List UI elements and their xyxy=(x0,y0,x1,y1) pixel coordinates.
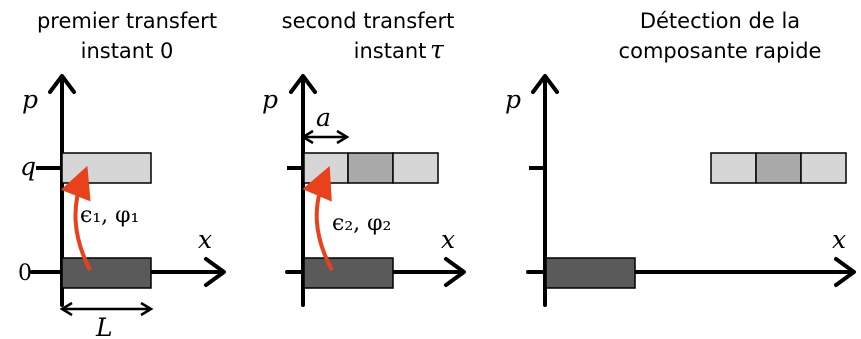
shift-marker-right-head-icon xyxy=(336,129,350,145)
panel2-title-line1: second transfert xyxy=(282,9,455,33)
transfer2-label: ϵ₂, φ₂ xyxy=(332,211,391,236)
light-box-right xyxy=(800,152,847,184)
p-axis-label: p xyxy=(262,85,278,114)
x-axis-arrowhead xyxy=(204,257,226,287)
p-axis-arrowhead xyxy=(289,74,317,94)
panel3-title-line1: Détection de la xyxy=(640,9,800,33)
zero-label: 0 xyxy=(18,261,32,286)
light-box-right xyxy=(392,152,439,184)
panel-initial-transfer: premier transfert instant 0 p q 0 x ϵ₁, … xyxy=(18,9,226,339)
shift-a-label: a xyxy=(316,103,331,132)
p-axis-arrowhead xyxy=(48,74,76,94)
p-axis-arrowhead xyxy=(531,74,559,94)
dark-box xyxy=(303,257,394,289)
dark-box-initial xyxy=(61,257,152,289)
medium-box-middle xyxy=(347,152,394,184)
length-marker-right-head-icon xyxy=(140,301,154,317)
x-axis-label: x xyxy=(441,225,455,254)
x-axis-label: x xyxy=(832,225,846,254)
p-axis-label: p xyxy=(22,85,38,114)
transfer1-label: ϵ₁, φ₁ xyxy=(80,203,139,228)
panel1-title-line1: premier transfert xyxy=(37,9,217,33)
length-L-label: L xyxy=(95,313,113,339)
dark-box xyxy=(545,257,636,289)
x-axis-arrowhead xyxy=(444,257,466,287)
panel2-title-tau: τ xyxy=(430,35,445,64)
curved-transfer-arrow-icon xyxy=(302,165,334,271)
p-axis-label: p xyxy=(505,85,521,114)
panel1-title-line2: instant 0 xyxy=(81,39,174,63)
curved-transfer-arrow-icon xyxy=(60,165,92,271)
light-box-transferred xyxy=(61,152,152,184)
shift-marker-left-head-icon xyxy=(300,129,314,145)
q-label: q xyxy=(20,152,36,181)
panel-fast-component-detection: Détection de la composante rapide p x xyxy=(505,9,856,307)
light-box-left xyxy=(710,152,757,184)
panel-second-transfer: second transfert instant τ p x a ϵ₂, φ₂ xyxy=(262,9,466,307)
x-axis-label: x xyxy=(198,225,212,254)
panel2-title-line2: instant xyxy=(354,39,427,63)
length-marker-left-head-icon xyxy=(59,301,73,317)
panel3-title-line2: composante rapide xyxy=(619,39,822,63)
x-axis-arrowhead xyxy=(834,257,856,287)
medium-box-middle xyxy=(755,152,802,184)
